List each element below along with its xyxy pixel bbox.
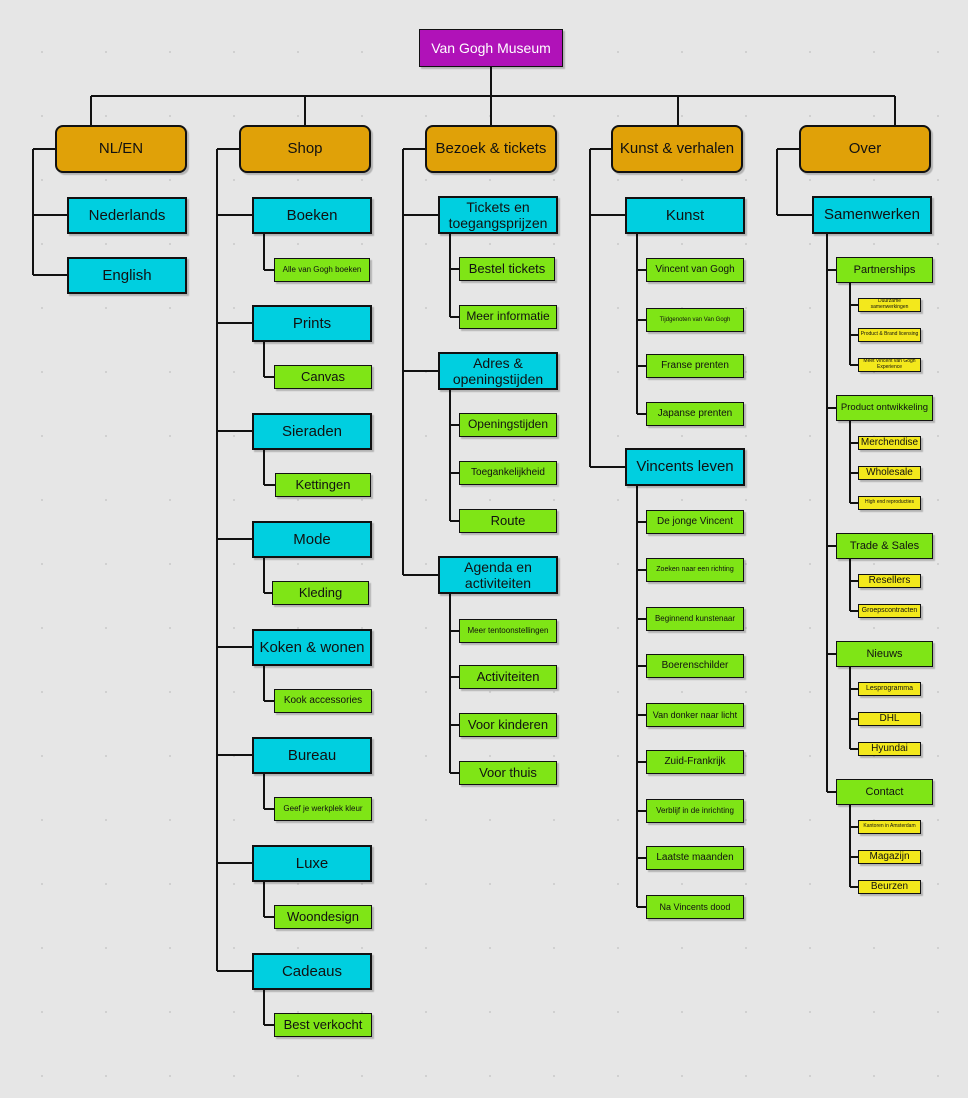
leaf-merchendise: Merchendise xyxy=(858,436,921,450)
node-trade-sales: Trade & Sales xyxy=(836,533,933,559)
leaf-na-vincents-dood: Na Vincents dood xyxy=(646,895,744,919)
leaf-route: Route xyxy=(459,509,557,533)
node-samenwerken: Samenwerken xyxy=(812,196,932,234)
leaf-beginnend-kunstenaar: Beginnend kunstenaar xyxy=(646,607,744,631)
node-english: English xyxy=(67,257,187,294)
leaf-franse-prenten: Franse prenten xyxy=(646,354,744,378)
leaf-geef-je-werkplek-kleur: Geef je werkplek kleur xyxy=(274,797,372,821)
leaf-alle-van-gogh-boeken: Alle van Gogh boeken xyxy=(274,258,370,282)
category-bezoek-tickets: Bezoek & tickets xyxy=(425,125,557,173)
leaf-groepscontracten: Groepscontracten xyxy=(858,604,921,618)
leaf-beurzen: Beurzen xyxy=(858,880,921,894)
leaf-duurzame-samenwerkingen: Duurzame samenwerkingen xyxy=(858,298,921,312)
leaf-kleding: Kleding xyxy=(272,581,369,605)
leaf-meer-informatie: Meer informatie xyxy=(459,305,557,329)
node-nieuws: Nieuws xyxy=(836,641,933,667)
leaf-meer-tentoonstellingen: Meer tentoonstellingen xyxy=(459,619,557,643)
leaf-voor-thuis: Voor thuis xyxy=(459,761,557,785)
node-boeken: Boeken xyxy=(252,197,372,234)
leaf-wholesale: Wholesale xyxy=(858,466,921,480)
leaf-woondesign: Woondesign xyxy=(274,905,372,929)
leaf-boerenschilder: Boerenschilder xyxy=(646,654,744,678)
node-kunst: Kunst xyxy=(625,197,745,234)
node-prints: Prints xyxy=(252,305,372,342)
category-kunst-verhalen: Kunst & verhalen xyxy=(611,125,743,173)
leaf-activiteiten: Activiteiten xyxy=(459,665,557,689)
leaf-vincent-van-gogh: Vincent van Gogh xyxy=(646,258,744,282)
category-nl-en: NL/EN xyxy=(55,125,187,173)
node-bureau: Bureau xyxy=(252,737,372,774)
node-cadeaus: Cadeaus xyxy=(252,953,372,990)
leaf-toegankelijkheid: Toegankelijkheid xyxy=(459,461,557,485)
leaf-meet-vincent-experience: Meet Vincent van Gogh Experience xyxy=(858,358,921,372)
node-adres-openingstijden: Adres & openingstijden xyxy=(438,352,558,390)
leaf-zoeken-richting: Zoeken naar een richting xyxy=(646,558,744,582)
leaf-kettingen: Kettingen xyxy=(275,473,371,497)
leaf-dhl: DHL xyxy=(858,712,921,726)
node-agenda-activiteiten: Agenda en activiteiten xyxy=(438,556,558,594)
node-partnerships: Partnerships xyxy=(836,257,933,283)
node-tickets-toegangsprijzen: Tickets en toegangsprijzen xyxy=(438,196,558,234)
leaf-voor-kinderen: Voor kinderen xyxy=(459,713,557,737)
leaf-zuid-frankrijk: Zuid-Frankrijk xyxy=(646,750,744,774)
leaf-kantoren-amsterdam: Kantoren in Amsterdam xyxy=(858,820,921,834)
leaf-bestel-tickets: Bestel tickets xyxy=(459,257,555,281)
leaf-laatste-maanden: Laatste maanden xyxy=(646,846,744,870)
leaf-van-donker-naar-licht: Van donker naar licht xyxy=(646,703,744,727)
node-nederlands: Nederlands xyxy=(67,197,187,234)
category-over: Over xyxy=(799,125,931,173)
leaf-product-brand-licensing: Product & Brand licensing xyxy=(858,328,921,342)
node-luxe: Luxe xyxy=(252,845,372,882)
node-koken-wonen: Koken & wonen xyxy=(252,629,372,666)
node-product-ontwikkeling: Product ontwikkeling xyxy=(836,395,933,421)
leaf-canvas: Canvas xyxy=(274,365,372,389)
leaf-resellers: Resellers xyxy=(858,574,921,588)
root-node: Van Gogh Museum xyxy=(419,29,563,67)
leaf-tijdgenoten: Tijdgenoten van Van Gogh xyxy=(646,308,744,332)
leaf-lesprogramma: Lesprogramma xyxy=(858,682,921,696)
leaf-hyundai: Hyundai xyxy=(858,742,921,756)
category-shop: Shop xyxy=(239,125,371,173)
leaf-openingstijden: Openingstijden xyxy=(459,413,557,437)
node-contact: Contact xyxy=(836,779,933,805)
leaf-verblijf-inrichting: Verblijf in de inrichting xyxy=(646,799,744,823)
leaf-japanse-prenten: Japanse prenten xyxy=(646,402,744,426)
leaf-magazijn: Magazijn xyxy=(858,850,921,864)
leaf-kook-accessories: Kook accessories xyxy=(274,689,372,713)
node-mode: Mode xyxy=(252,521,372,558)
leaf-best-verkocht: Best verkocht xyxy=(274,1013,372,1037)
node-vincents-leven: Vincents leven xyxy=(625,448,745,486)
leaf-de-jonge-vincent: De jonge Vincent xyxy=(646,510,744,534)
leaf-high-end-reproducties: High end reproducties xyxy=(858,496,921,510)
node-sieraden: Sieraden xyxy=(252,413,372,450)
